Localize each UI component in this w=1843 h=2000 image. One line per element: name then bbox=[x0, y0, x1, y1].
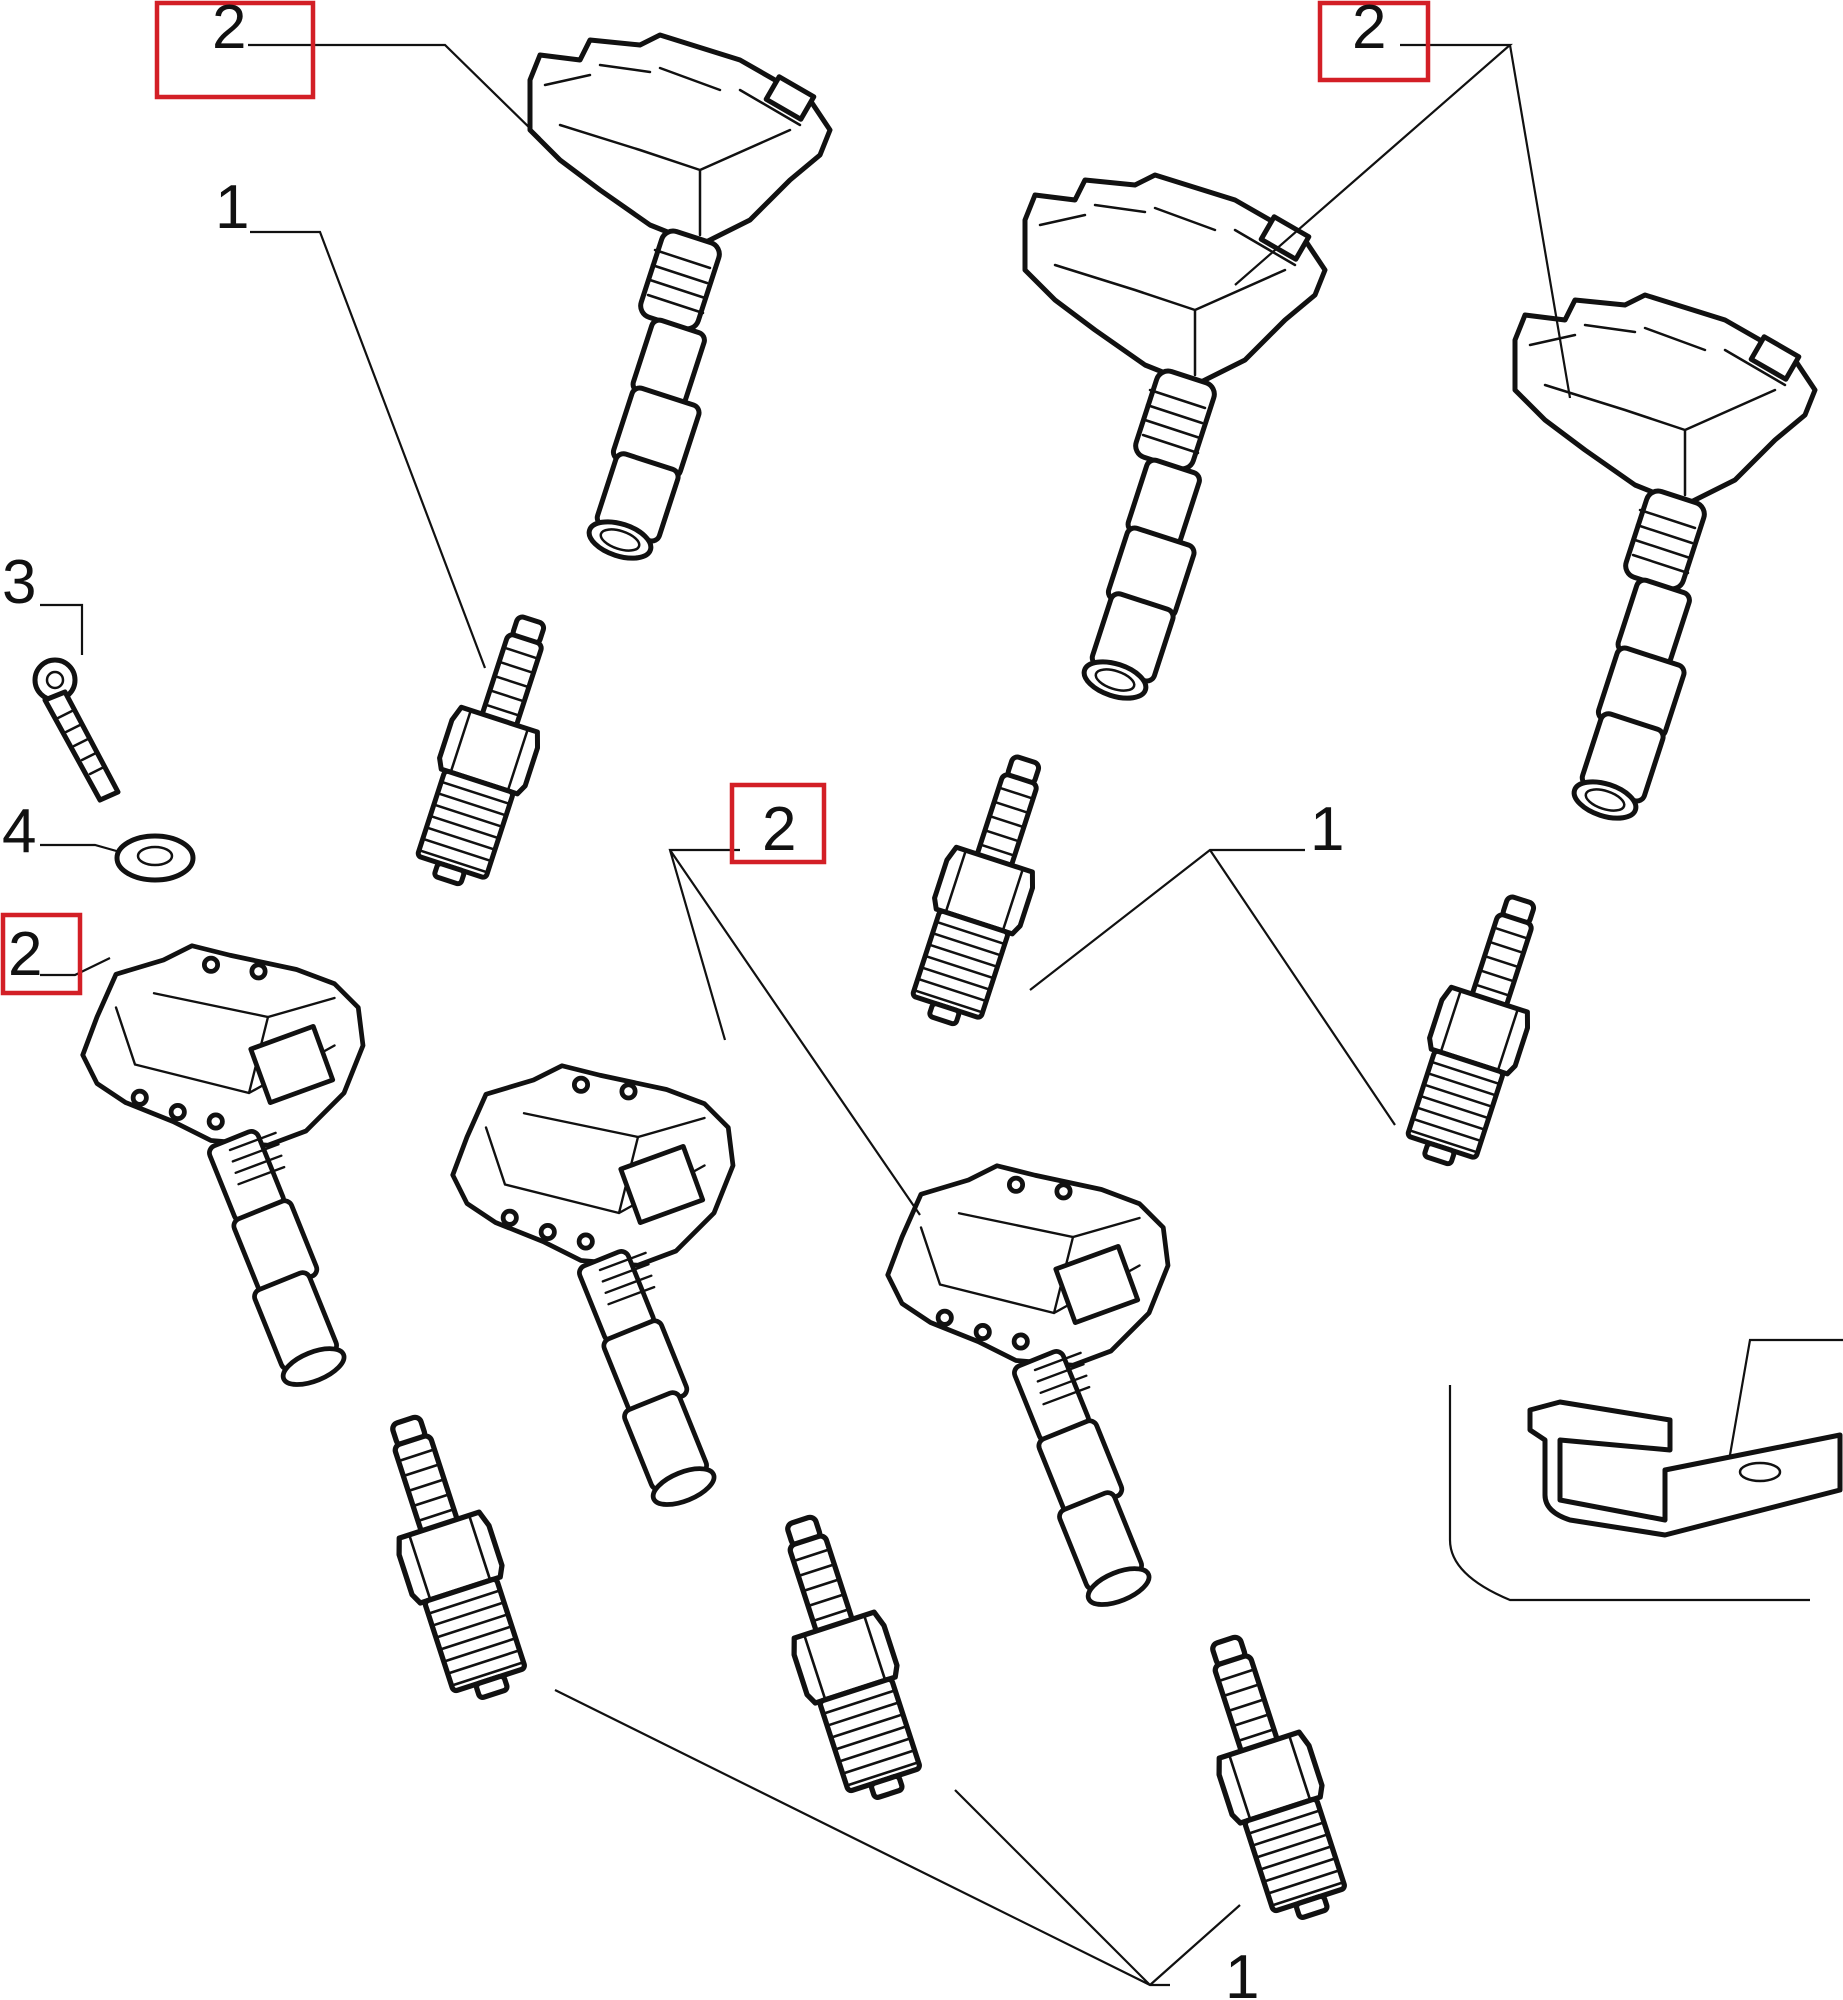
box-ignition-coil-icon bbox=[453, 1066, 733, 1512]
callout-number-washer: 4 bbox=[2, 797, 36, 866]
callout-highlight bbox=[0, 912, 83, 996]
callout-number-screw: 3 bbox=[2, 548, 36, 617]
box-ignition-coil-icon bbox=[888, 1166, 1168, 1612]
pencil-ignition-coil-icon bbox=[1025, 175, 1325, 705]
callout-highlight bbox=[154, 0, 316, 100]
spark-plug-icon bbox=[755, 1506, 934, 1809]
callout-number-plug: 1 bbox=[1225, 1943, 1259, 2000]
spark-plug-icon bbox=[1394, 886, 1564, 1174]
spark-plug-icon bbox=[1180, 1626, 1359, 1929]
spark-plug-icon bbox=[404, 606, 574, 894]
washer-icon bbox=[114, 833, 196, 883]
spark-plug-icon bbox=[899, 746, 1069, 1034]
callout-highlight bbox=[1317, 0, 1431, 83]
bracket-icon bbox=[1448, 1338, 1843, 1602]
spark-plug-icon bbox=[360, 1406, 539, 1709]
box-ignition-coil-icon bbox=[83, 946, 363, 1392]
callout-number-coil: 2 bbox=[8, 920, 42, 989]
screw-icon bbox=[32, 657, 121, 803]
callout-number-coil: 2 bbox=[1352, 0, 1386, 62]
callout-number-coil: 2 bbox=[762, 795, 796, 864]
pencil-ignition-coil-icon bbox=[1515, 295, 1815, 825]
leader-lines bbox=[40, 43, 1572, 1987]
callout-number-coil: 2 bbox=[212, 0, 246, 62]
callout-highlight bbox=[729, 782, 827, 865]
callout-number-plug: 1 bbox=[1310, 795, 1344, 864]
callout-number-plug: 1 bbox=[215, 173, 249, 242]
pencil-ignition-coil-icon bbox=[530, 35, 830, 565]
